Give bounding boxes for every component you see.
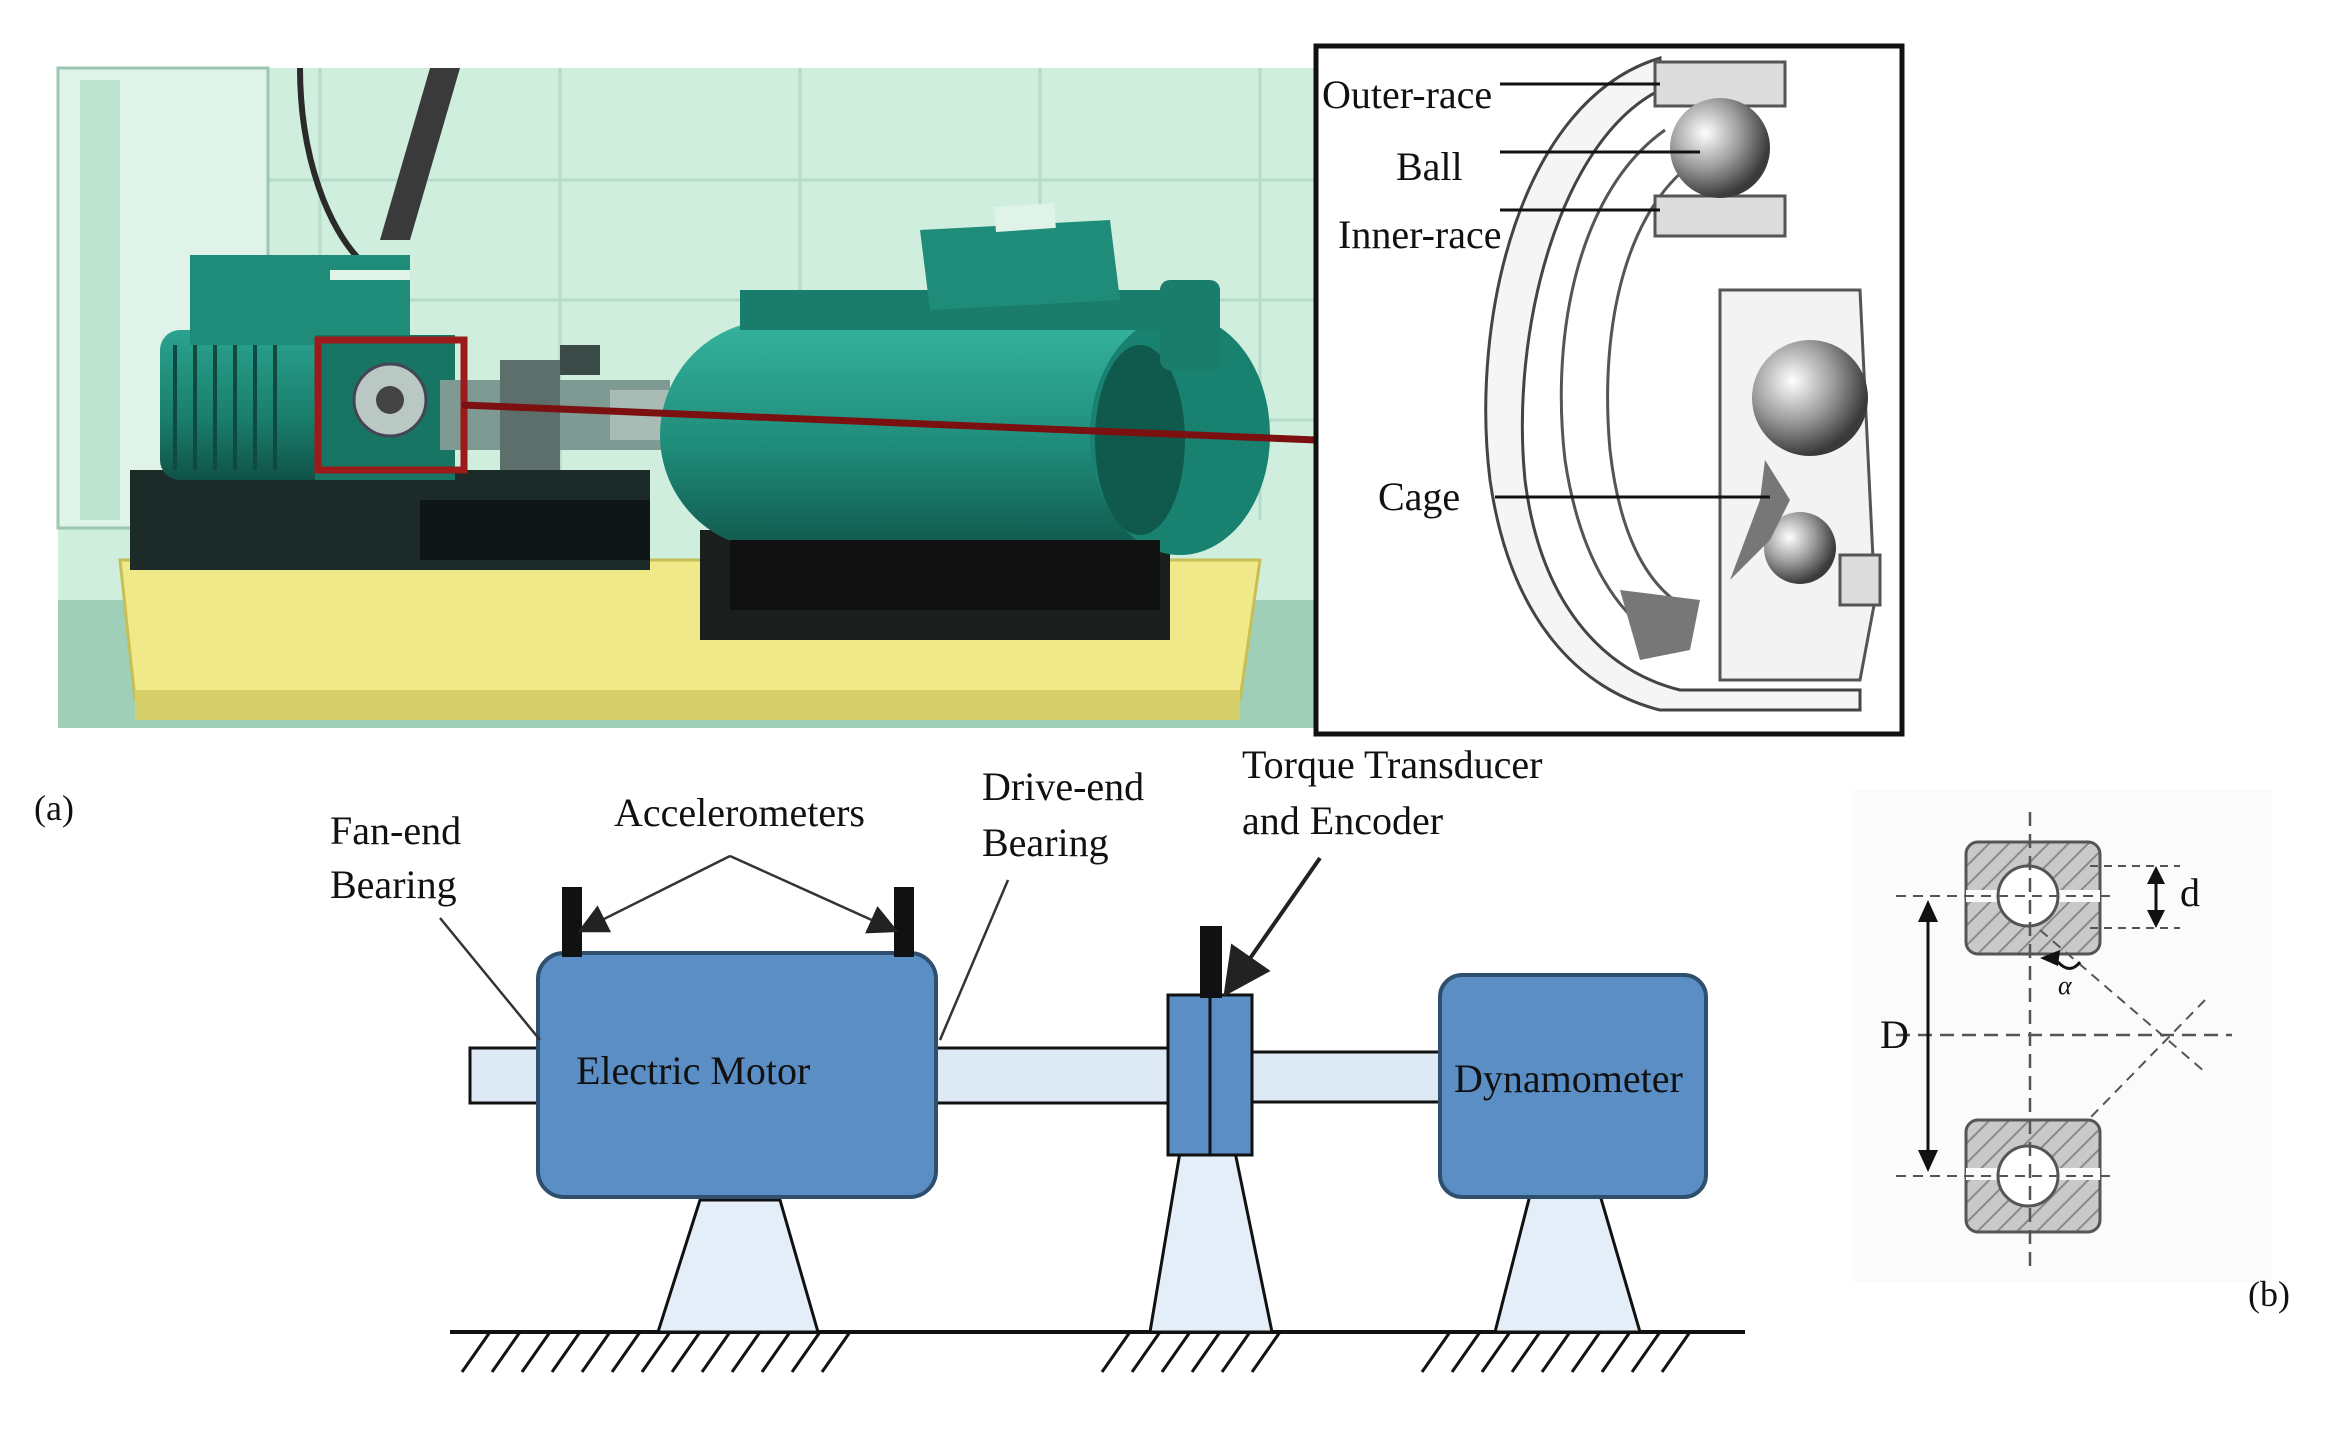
- motor-support: [655, 1198, 820, 1334]
- bearing-ball-mid: [1752, 340, 1868, 456]
- encoder-sensor: [1200, 926, 1222, 998]
- label-torque-1: Torque Transducer: [1242, 742, 1543, 787]
- transducer-support: [1148, 1150, 1274, 1334]
- label-fan-end-2: Bearing: [330, 862, 457, 907]
- test-rig-photo: [56, 66, 1320, 728]
- label-fan-end-1: Fan-end: [330, 808, 461, 853]
- bearing-ball-low: [1764, 512, 1836, 584]
- label-cage: Cage: [1378, 474, 1460, 519]
- accelerometer-left: [562, 887, 582, 957]
- label-pitch-diameter: D: [1880, 1012, 1909, 1057]
- label-outer-race: Outer-race: [1322, 72, 1492, 117]
- dyno-shaft: [1248, 1050, 1442, 1104]
- electric-motor-block: [536, 951, 938, 1199]
- dynamometer-block: [1438, 973, 1708, 1199]
- panel-a-label: (a): [34, 788, 74, 828]
- panel-b-label: (b): [2248, 1274, 2290, 1314]
- label-torque-2: and Encoder: [1242, 798, 1443, 843]
- label-drive-end-1: Drive-end: [982, 764, 1144, 809]
- dynamometer-support: [1493, 1193, 1643, 1334]
- label-drive-end-2: Bearing: [982, 820, 1109, 865]
- label-ball-diameter: d: [2180, 870, 2200, 915]
- bearing-ball-top: [1670, 98, 1770, 198]
- bearing-geometry: D d α: [1852, 790, 2272, 1282]
- callout-line: [461, 401, 1317, 444]
- accelerometer-right: [894, 887, 914, 957]
- label-electric-motor: Electric Motor: [576, 1048, 810, 1093]
- fan-end-shaft: [468, 1046, 544, 1105]
- ground-hatch: [460, 1331, 1692, 1373]
- label-ball: Ball: [1396, 144, 1463, 189]
- main-shaft: [934, 1046, 1174, 1105]
- bearing-inset: Outer-race Ball Inner-race Cage: [1313, 43, 1905, 737]
- label-accelerometers: Accelerometers: [614, 790, 865, 835]
- label-contact-angle: α: [2058, 971, 2073, 1000]
- label-inner-race: Inner-race: [1338, 212, 1502, 257]
- schematic-diagram: Electric Motor Dynamometer Fan-end Beari…: [330, 742, 1745, 1373]
- label-dynamometer: Dynamometer: [1454, 1056, 1683, 1101]
